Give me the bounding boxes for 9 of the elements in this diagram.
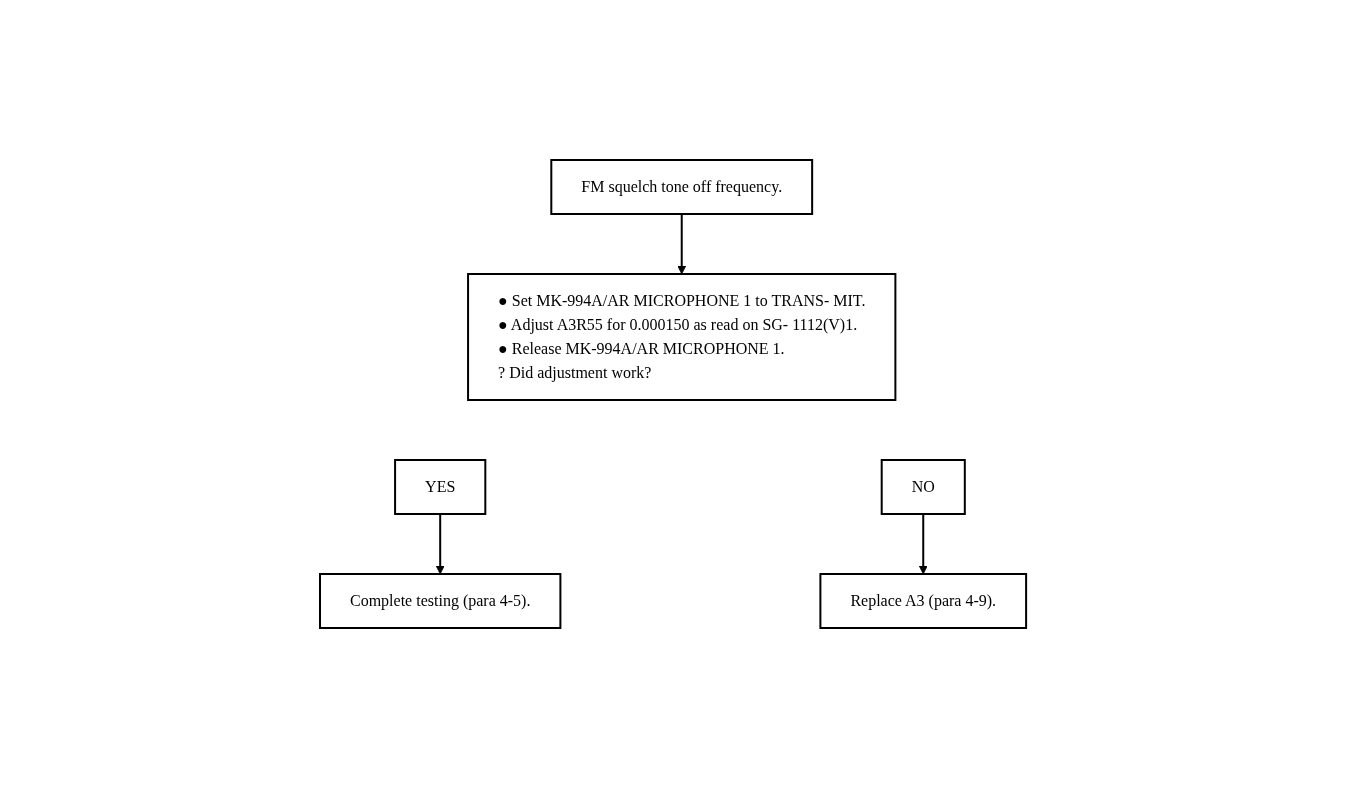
node-box: ● Set MK-994A/AR MICROPHONE 1 to TRANS- MIT. ● Adjust A3R55 for 0.000150 as read on SG- 1112(V)1. ● Release MK-994A/AR MICROPHONE 1. ? Did adjustment work? — [467, 272, 897, 401]
arrow — [677, 212, 687, 274]
node-box: FM squelch tone off frequency. — [550, 158, 814, 215]
node-box: Complete testing (para 4-5). — [318, 572, 562, 629]
node-box: Replace A3 (para 4-9). — [819, 572, 1028, 629]
node-box: YES — [394, 458, 487, 515]
node-box: NO — [880, 458, 966, 515]
arrow — [435, 512, 445, 574]
arrow — [918, 512, 928, 574]
